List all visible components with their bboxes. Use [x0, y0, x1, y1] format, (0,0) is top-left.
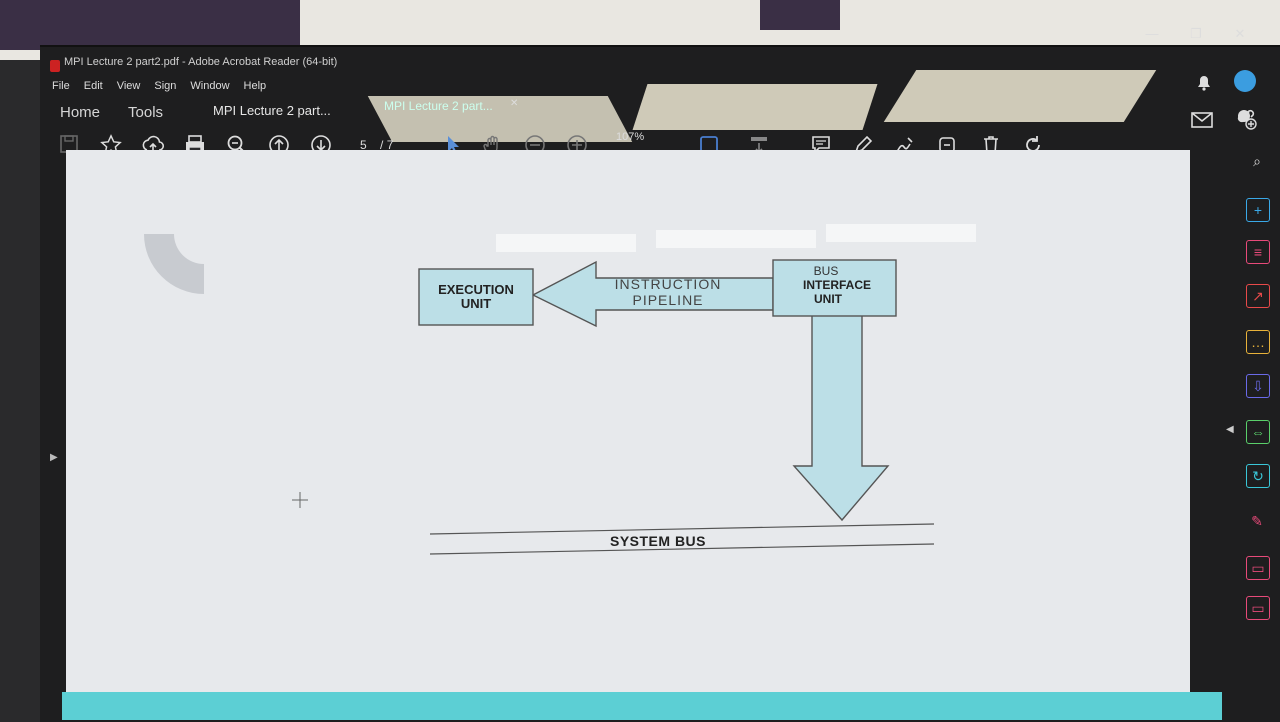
biu-label-3: UNIT — [814, 292, 843, 306]
bottom-teal-band — [62, 692, 1222, 720]
execution-unit-label-2: UNIT — [461, 296, 491, 311]
compress-icon[interactable]: ⇔ — [1246, 420, 1270, 444]
reflection — [496, 234, 636, 252]
screen-glare — [883, 70, 1157, 122]
collapse-pane-icon[interactable]: ◀ — [1226, 424, 1234, 435]
pipeline-label-2: PIPELINE — [632, 292, 703, 308]
rotate-icon[interactable] — [1020, 134, 1046, 160]
menu-edit[interactable]: Edit — [83, 80, 103, 92]
diagram: INSTRUCTION PIPELINE EXECUTION UNIT BUS … — [144, 224, 976, 555]
combine-files-icon[interactable]: ⇩ — [1246, 374, 1270, 398]
send-for-review-icon[interactable]: ↻ — [1246, 464, 1270, 488]
execution-unit-label-1: EXECUTION — [438, 282, 514, 297]
menu-bar: File Edit View Sign Window Help — [52, 80, 266, 92]
system-bus-line-top — [429, 523, 935, 535]
menu-view[interactable]: View — [116, 80, 141, 92]
expand-left-pane-icon[interactable]: ▶ — [50, 452, 58, 463]
menu-file[interactable]: File — [52, 80, 70, 92]
bus-interface-unit-box — [772, 259, 897, 317]
hand-icon[interactable] — [480, 134, 506, 160]
close-button[interactable]: ✕ — [1234, 26, 1246, 41]
window-title: MPI Lecture 2 part2.pdf - Adobe Acrobat … — [64, 56, 338, 68]
background-wall-dark — [760, 0, 840, 30]
add-user-icon[interactable] — [1234, 108, 1258, 135]
biu-label-1: BUS — [814, 264, 839, 278]
page-current[interactable]: 5 — [360, 138, 367, 152]
organize-pages-icon[interactable]: ≡ — [1246, 240, 1270, 264]
background-wall-dark — [0, 0, 300, 50]
reflection — [656, 230, 816, 248]
screen-glare — [632, 84, 878, 130]
bell-icon[interactable] — [1194, 72, 1214, 97]
right-tools-pane: ⌕ + ≡ ↗ … ⇩ ⇔ ↻ ✎ ▭ ▭ — [1232, 150, 1272, 690]
window-controls: — ❐ ✕ — [1142, 26, 1250, 42]
menu-window[interactable]: Window — [190, 80, 230, 92]
mail-icon[interactable] — [1190, 110, 1214, 135]
menu-help[interactable]: Help — [243, 80, 267, 92]
page-indicator[interactable]: 5 / 7 — [360, 138, 393, 152]
tab-close-icon[interactable]: ✕ — [510, 98, 519, 109]
sign-icon[interactable] — [892, 134, 918, 160]
nav-tools[interactable]: Tools — [128, 104, 164, 121]
minimize-button[interactable]: — — [1145, 26, 1159, 41]
crosshair-cursor — [292, 492, 308, 508]
maximize-button[interactable]: ❐ — [1190, 26, 1202, 41]
reflection — [826, 224, 976, 242]
tab-document-active[interactable]: MPI Lecture 2 part... — [384, 99, 493, 113]
menu-sign[interactable]: Sign — [154, 80, 177, 92]
pipeline-label-1: INSTRUCTION — [615, 276, 722, 292]
acrobat-app-icon — [50, 60, 60, 72]
bus-down-arrow — [792, 313, 890, 522]
avatar[interactable] — [1234, 70, 1256, 92]
instruction-pipeline-arrow — [531, 260, 774, 328]
more-tools-icon[interactable]: ▭ — [1246, 556, 1270, 580]
protect-icon[interactable]: ▭ — [1246, 596, 1270, 620]
search-icon[interactable]: ⌕ — [1253, 153, 1261, 169]
cursor-icon[interactable] — [440, 134, 466, 160]
nav-home[interactable]: Home — [60, 104, 101, 121]
tab-document[interactable]: MPI Lecture 2 part... — [213, 103, 331, 118]
zoom-level[interactable]: 107% — [616, 131, 645, 143]
page-curl-inner — [144, 234, 204, 264]
create-pdf-icon[interactable]: + — [1246, 198, 1270, 222]
page-total: / 7 — [380, 138, 394, 152]
system-bus-line-bottom — [429, 543, 935, 555]
biu-label-2: INTERFACE — [803, 278, 871, 292]
export-pdf-icon[interactable]: ↗ — [1246, 284, 1270, 308]
fill-sign-icon[interactable]: ✎ — [1251, 513, 1263, 529]
top-nav: Home Tools — [60, 104, 163, 121]
system-bus-label: SYSTEM BUS — [610, 533, 706, 549]
execution-unit-box — [418, 268, 534, 326]
comment-tool-icon[interactable]: … — [1246, 330, 1270, 354]
